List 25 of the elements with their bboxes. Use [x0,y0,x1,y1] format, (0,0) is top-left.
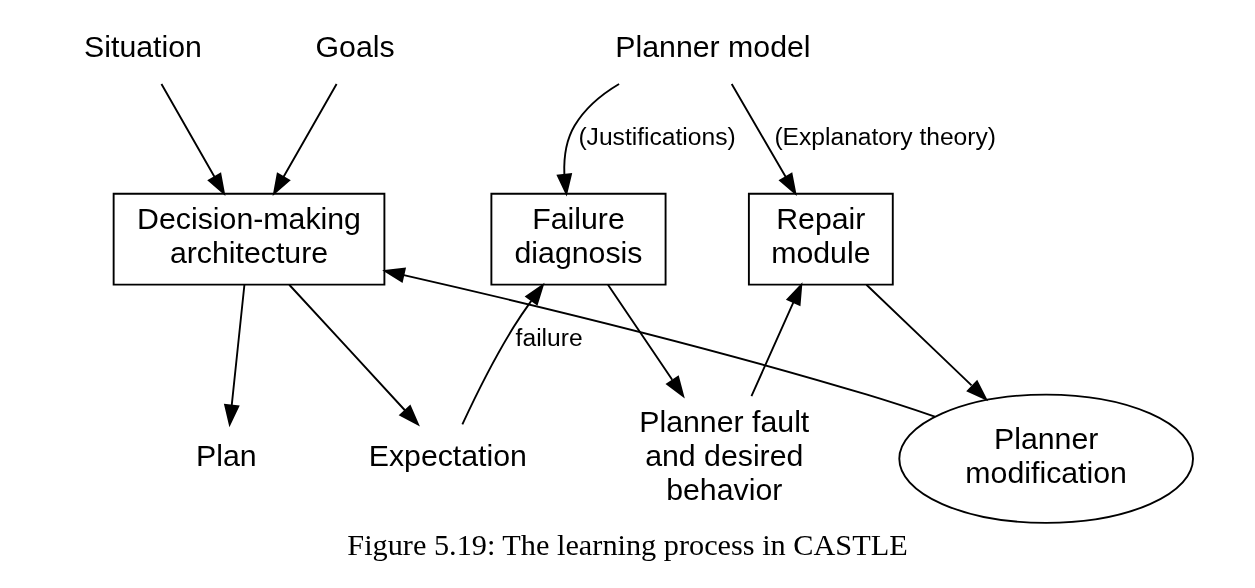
node-ellipse: Planner modification [898,393,1194,524]
node-box: Failure diagnosis [490,192,667,286]
node-text: Planner model [615,30,811,64]
arrow [750,282,803,397]
node-box: Decision-making architecture [112,192,386,286]
node-text: Expectation [368,438,527,472]
arrow [730,83,797,196]
arrow [288,283,420,427]
arrow [461,282,545,426]
edge-label: (Explanatory theory) [774,123,997,151]
caption: Figure 5.19: The learning process in CASTLE [347,527,908,562]
arrow [272,83,338,196]
arrow [556,83,620,197]
arrow [160,83,226,196]
arrow [382,267,936,418]
node-text: Planner fault and desired behavior [639,404,810,506]
node-text: Goals [315,30,395,64]
node-text: Situation [84,30,202,64]
arrow [223,283,246,428]
node-text: Plan [196,438,257,472]
arrow [607,283,685,399]
arrow [865,283,989,402]
node-box: Repair module [747,192,894,286]
edge-label: failure [515,323,583,351]
edge-label: (Justifications) [578,123,736,151]
